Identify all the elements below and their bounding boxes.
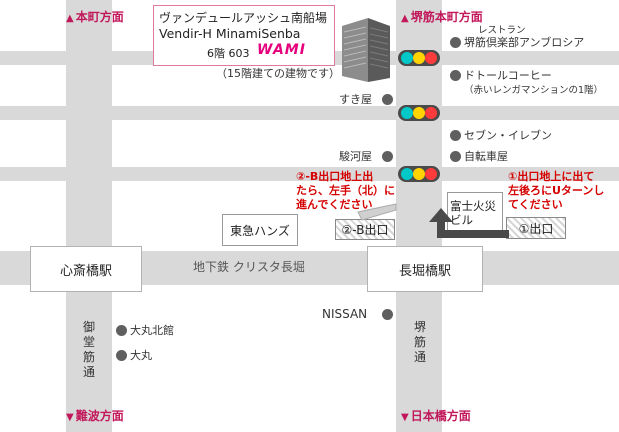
traffic-signal-3 [398,166,440,182]
road-street-2 [0,106,619,120]
landmark-bicycle-shop: 自転車屋 [464,150,508,163]
arrow-exit-2b-icon [357,203,397,221]
landmark-dot-seven [450,130,461,141]
building-icon [342,18,390,82]
traffic-signal-1 [398,50,440,66]
signal-yellow-light [413,168,425,180]
direction-top-right: ▲堺筋本町方面 [401,10,483,24]
subway-line-label: 地下鉄 クリスタ長堀 [193,260,305,274]
landmark-dot-daimaru [116,350,127,361]
landmark-dot-bicycle [450,151,461,162]
landmark-daimaru-north: 大丸北館 [130,324,174,337]
signal-yellow-light [413,52,425,64]
signal-green-light [401,168,413,180]
landmark-doutor: ドトールコーヒー [464,69,552,82]
direction-bottom-left: ▼難波方面 [66,409,124,423]
direction-bottom-right: ▼日本橋方面 [401,409,471,423]
brand-logo: WAMI [257,42,306,58]
landmark-restaurant: 堺筋倶楽部アンブロシア [464,36,585,49]
exit-2b-marker: ②-B出口 [335,219,395,240]
station-shinsaibashi: 心斎橋駅 [30,246,142,292]
building-box: ヴァンデュールアッシュ南船場 Vendir-H MinamiSenba 6階 6… [153,5,335,66]
instruction-exit-2b: ②-B出口地上出 たら、左手（北）に 進んでください [296,170,395,211]
direction-top-left: ▲本町方面 [66,10,124,24]
signal-green-light [401,107,413,119]
building-name-en: Vendir-H MinamiSenba [159,26,301,41]
landmark-sukiya: すき屋 [339,93,372,106]
landmark-dot-surugaya [382,151,393,162]
street-sakaisuji: 堺筋通 [413,320,426,364]
exit-1-marker: ①出口 [506,217,566,239]
building-name-ja: ヴァンデュールアッシュ南船場 [159,11,328,25]
traffic-signal-2 [398,105,440,121]
landmark-dot-sukiya [382,94,393,105]
landmark-tokyu-hands: 東急ハンズ [222,214,298,246]
landmark-dot-restaurant [450,37,461,48]
signal-green-light [401,52,413,64]
signal-yellow-light [413,107,425,119]
landmark-dot-daimaru-north [116,325,127,336]
landmark-dot-nissan [382,309,393,320]
landmark-nissan: NISSAN [322,307,368,321]
landmark-doutor-note: （赤いレンガマンションの1階） [464,85,604,96]
station-nagahoribashi: 長堀橋駅 [367,246,483,292]
u-turn-arrow-icon [429,208,509,238]
signal-red-light [425,168,437,180]
landmark-seven-eleven: セブン・イレブン [464,129,552,142]
landmark-surugaya: 駿河屋 [339,150,372,163]
signal-red-light [425,107,437,119]
building-note: （15階建ての建物です） [216,67,340,80]
street-midosuji: 御堂筋通 [82,320,95,379]
instruction-exit-1: ①出口地上に出て 左後ろにUターンし てください [508,170,605,211]
road-midosuji [66,0,112,432]
road-street-3 [0,167,619,181]
building-floor: 6階 603 [207,47,250,60]
signal-red-light [425,52,437,64]
landmark-daimaru: 大丸 [130,349,152,362]
restaurant-caption: レストラン [478,25,526,36]
landmark-dot-doutor [450,70,461,81]
